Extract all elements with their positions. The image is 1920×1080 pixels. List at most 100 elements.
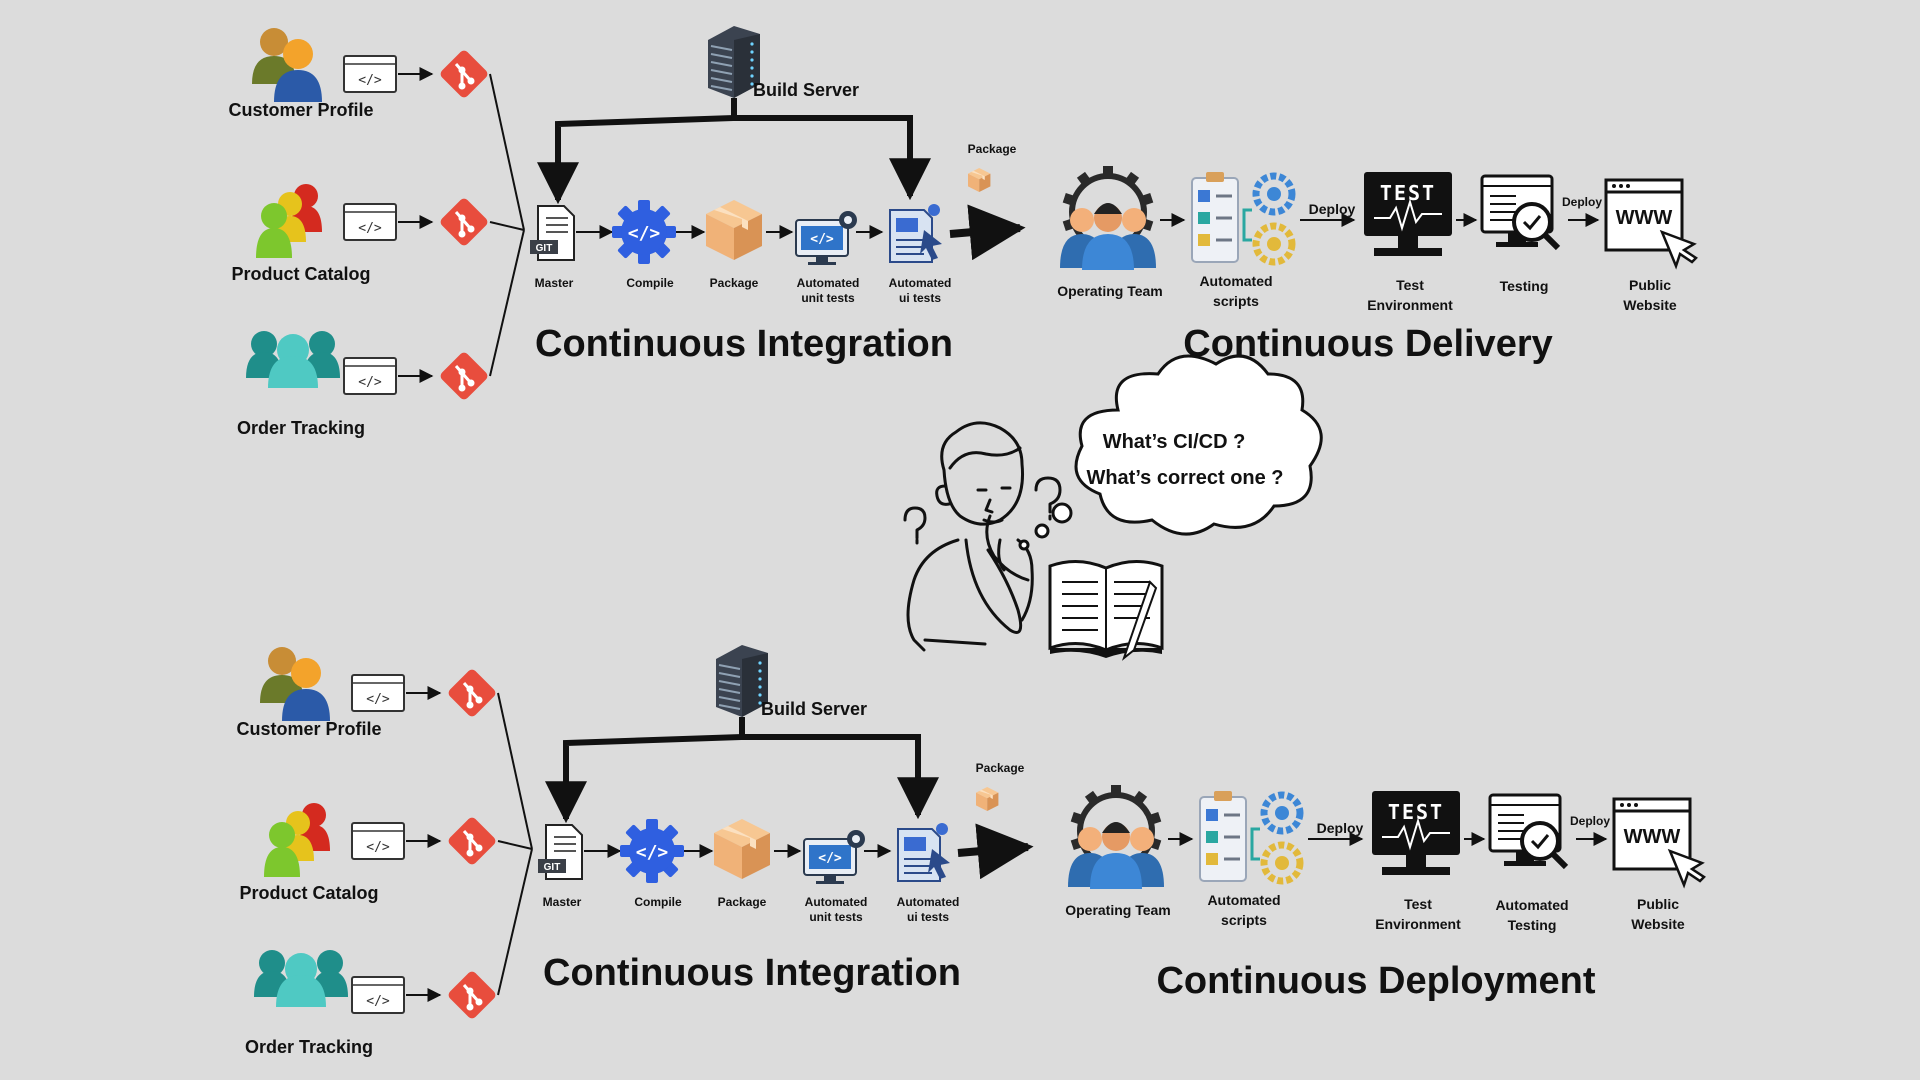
test-env-label-2: Environment: [1375, 916, 1461, 932]
code-gear-icon: </>: [612, 200, 676, 264]
testing-label-2: Testing: [1508, 917, 1557, 933]
svg-text:</>: </>: [636, 842, 669, 863]
ci-step-label: Automated: [805, 895, 868, 909]
code-window-icon: </>: [343, 203, 397, 241]
users-icon: [256, 184, 322, 258]
server-rack-icon: [708, 26, 760, 98]
deploy-label: Deploy: [1317, 820, 1364, 836]
ci-title: Continuous Integration: [535, 323, 953, 365]
users-icon: [252, 28, 322, 102]
testing-label: Automated: [1495, 897, 1568, 913]
svg-text:GIT: GIT: [536, 243, 553, 254]
testing-label: Testing: [1500, 278, 1549, 294]
monitor-code-gear-icon: </>: [795, 211, 857, 265]
svg-text:</>: </>: [366, 994, 390, 1009]
thought-bubble-line2: What’s correct one ?: [1086, 467, 1283, 489]
test-monitor-icon: TEST: [1364, 172, 1452, 256]
git-icon: [448, 669, 496, 717]
package-box-icon: [976, 787, 999, 811]
deploy-small-label: Deploy: [1562, 195, 1602, 209]
merge-line: [489, 229, 525, 377]
team-gear-icon: [1060, 166, 1156, 270]
public-site-label: Public: [1629, 277, 1671, 293]
ci-step-label: Master: [543, 895, 582, 909]
scripts-label: Automated: [1199, 273, 1272, 289]
git-icon: [440, 352, 488, 400]
scripts-label-2: scripts: [1213, 293, 1259, 309]
build-server-arrow-right: [742, 734, 939, 820]
scripts-label-2: scripts: [1221, 912, 1267, 928]
svg-text:</>: </>: [358, 375, 382, 390]
package-label: Package: [976, 761, 1025, 775]
public-site-label: Public: [1637, 896, 1679, 912]
public-site-label-2: Website: [1623, 297, 1677, 313]
test-env-label-2: Environment: [1367, 297, 1453, 313]
svg-text:</>: </>: [366, 840, 390, 855]
package-box-icon: [714, 819, 770, 879]
svg-text:</>: </>: [628, 223, 661, 244]
open-book-icon: [1048, 560, 1164, 661]
source-label: Customer Profile: [236, 719, 381, 739]
package-box-icon: [968, 168, 991, 192]
www-text: WWW: [1624, 826, 1681, 848]
team-gear-icon: [1068, 785, 1164, 889]
browser-www-icon: WWW: [1612, 797, 1706, 889]
users-icon: [246, 331, 340, 388]
svg-text:</>: </>: [358, 73, 382, 88]
merge-line: [489, 221, 525, 231]
thought-bubble-line1: What’s CI/CD ?: [1103, 431, 1246, 453]
thought-cloud-icon: [1018, 354, 1323, 551]
thinking-person-icon: [903, 421, 1062, 652]
ui-test-document-icon: [897, 823, 950, 882]
git-icon: [448, 817, 496, 865]
handoff-arrow: [957, 823, 1034, 880]
ui-test-document-icon: [889, 204, 942, 263]
code-window-icon: </>: [351, 976, 405, 1014]
source-label: Order Tracking: [245, 1037, 373, 1057]
public-site-label-2: Website: [1631, 916, 1685, 932]
operating-team-label: Operating Team: [1057, 283, 1163, 299]
users-icon: [254, 950, 348, 1007]
deploy-small-label: Deploy: [1570, 814, 1610, 828]
ci-step-label: Automated: [889, 276, 952, 290]
svg-text:</>: </>: [358, 221, 382, 236]
git-document-icon: GIT: [538, 824, 583, 880]
source-label: Product Catalog: [239, 883, 378, 903]
source-label: Product Catalog: [231, 264, 370, 284]
handoff-arrow: [949, 204, 1026, 261]
ci-step-label: Package: [710, 276, 759, 290]
package-label: Package: [968, 142, 1017, 156]
continuous-delivery-section: Customer Profile</>Product Catalog</>Ord…: [228, 26, 1698, 438]
merge-line: [497, 848, 533, 996]
git-icon: [448, 971, 496, 1019]
code-window-icon: </>: [343, 55, 397, 93]
svg-text:GIT: GIT: [544, 862, 561, 873]
ci-step-label: Automated: [897, 895, 960, 909]
deploy-label: Deploy: [1309, 201, 1356, 217]
ci-step-label: Automated: [797, 276, 860, 290]
test-monitor-icon: TEST: [1372, 791, 1460, 875]
server-rack-icon: [716, 645, 768, 717]
operating-team-label: Operating Team: [1065, 902, 1171, 918]
ci-step-label-2: unit tests: [801, 291, 855, 305]
svg-text:</>: </>: [810, 232, 834, 247]
test-screen-text: TEST: [1388, 800, 1444, 824]
build-server-arrow-left: [545, 717, 745, 824]
monitor-code-gear-icon: </>: [803, 830, 865, 884]
merge-line: [497, 692, 533, 850]
build-server-arrow-left: [537, 98, 737, 205]
package-box-icon: [706, 200, 762, 260]
svg-text:</>: </>: [366, 692, 390, 707]
browser-www-icon: WWW: [1604, 178, 1698, 270]
monitor-magnifier-icon: [1488, 793, 1569, 870]
ci-step-label: Compile: [626, 276, 674, 290]
ci-step-label-2: unit tests: [809, 910, 863, 924]
git-icon: [440, 50, 488, 98]
code-window-icon: </>: [351, 822, 405, 860]
ci-step-label: Master: [535, 276, 574, 290]
build-server-label: Build Server: [753, 80, 859, 100]
users-icon: [264, 803, 330, 877]
test-env-label: Test: [1396, 277, 1424, 293]
users-icon: [260, 647, 330, 721]
build-server-arrow-right: [734, 115, 931, 201]
